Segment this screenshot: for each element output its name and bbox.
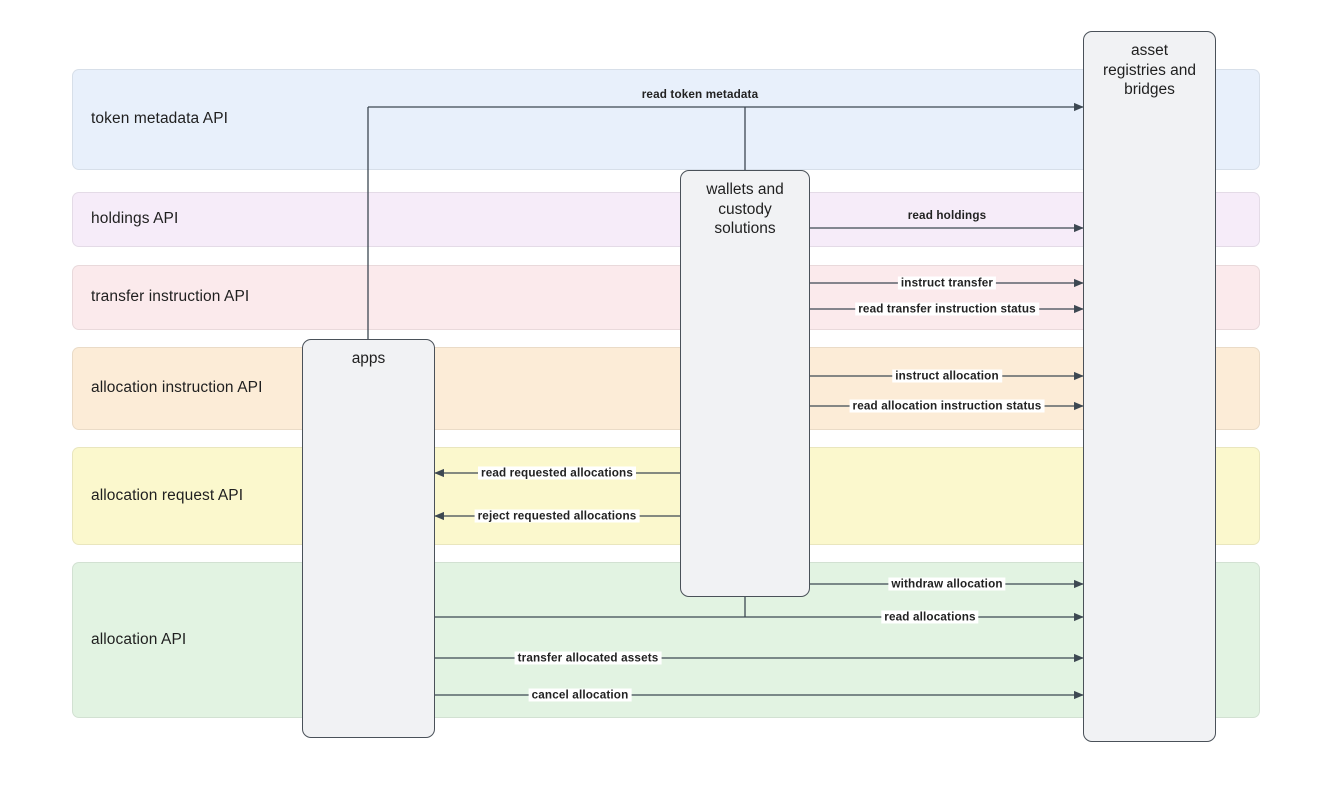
message-label-read-requested-allocations: read requested allocations	[478, 466, 636, 480]
message-label-transfer-allocated-assets: transfer allocated assets	[514, 651, 662, 665]
message-label-instruct-transfer: instruct transfer	[897, 276, 997, 290]
band-label-allocation-request-api: allocation request API	[91, 486, 244, 504]
band-label-allocation-instruction-api: allocation instruction API	[91, 379, 263, 397]
band-holdings-api: holdings API	[72, 192, 1260, 247]
message-label-read-transfer-instruction-status: read transfer instruction status	[855, 302, 1039, 316]
actor-apps[interactable]: apps	[302, 339, 435, 738]
message-label-read-token-metadata: read token metadata	[641, 88, 759, 101]
message-label-withdraw-allocation: withdraw allocation	[888, 577, 1006, 591]
band-allocation-instruction-api: allocation instruction API	[72, 347, 1260, 430]
band-label-allocation-api: allocation API	[91, 630, 187, 648]
actor-label-apps: apps	[351, 350, 386, 367]
message-label-read-holdings: read holdings	[907, 209, 987, 222]
message-label-reject-requested-allocations: reject requested allocations	[474, 509, 640, 523]
message-label-read-allocations: read allocations	[881, 610, 979, 624]
band-label-token-metadata-api: token metadata API	[91, 110, 229, 128]
message-label-cancel-allocation: cancel allocation	[528, 688, 632, 702]
band-label-holdings-api: holdings API	[91, 210, 179, 228]
band-label-transfer-instruction-api: transfer instruction API	[91, 288, 250, 306]
message-label-instruct-allocation: instruct allocation	[892, 369, 1002, 383]
message-label-read-allocation-instruction-status: read allocation instruction status	[849, 399, 1045, 413]
band-token-metadata-api: token metadata API	[72, 69, 1260, 170]
connector-group	[367, 107, 746, 617]
band-transfer-instruction-api: transfer instruction API	[72, 265, 1260, 330]
band-allocation-request-api: allocation request API	[72, 447, 1260, 545]
band-allocation-api: allocation API	[72, 562, 1260, 718]
